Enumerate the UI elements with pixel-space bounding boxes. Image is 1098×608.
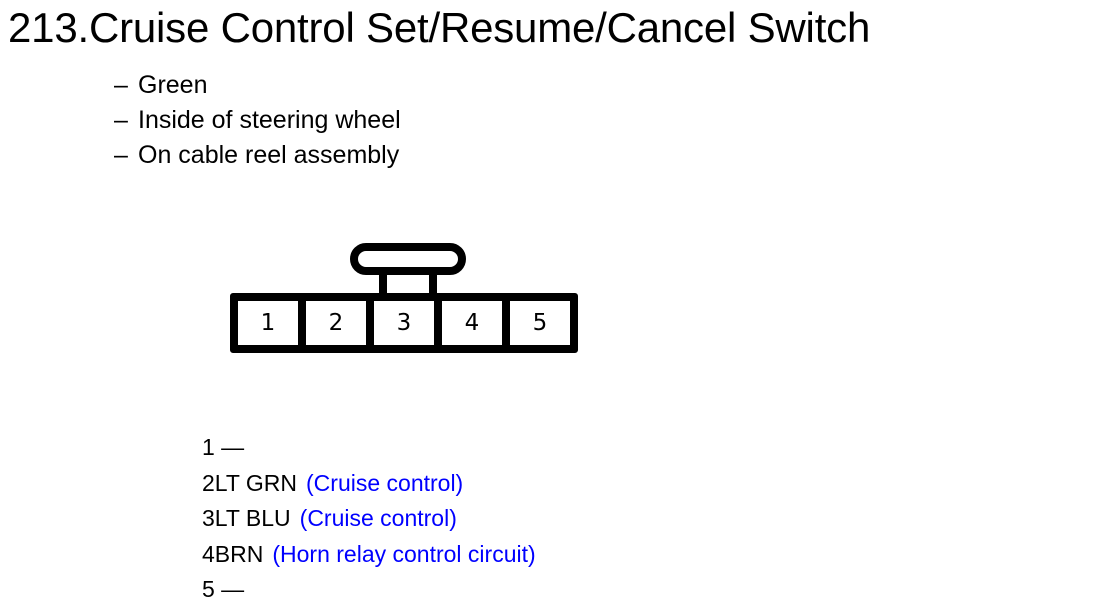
pin-row: 5 — — [202, 572, 536, 608]
pin-wire-color: LT GRN — [214, 469, 298, 496]
pin-circuit-description: (Cruise control) — [299, 505, 457, 531]
bullet-dash-icon: – — [114, 106, 128, 134]
pin-wire-color: BRN — [214, 540, 264, 567]
pin-legend-list: 1 — 2LT GRN(Cruise control) 3LT BLU(Crui… — [202, 430, 536, 608]
list-item: –Green — [114, 68, 401, 103]
pin-row: 2LT GRN (Cruise control) — [202, 466, 536, 502]
pin-number: 5 — [202, 576, 215, 602]
list-item: –On cable reel assembly — [114, 138, 401, 173]
connector-diagram: 1 2 3 4 5 — [230, 243, 590, 361]
pin-number: 3 — [202, 505, 215, 531]
bullet-dash-icon: – — [114, 71, 128, 99]
pin-wire-color: — — [214, 576, 245, 602]
pin-wire-color: LT BLU — [214, 505, 291, 531]
attribute-text: On cable reel assembly — [138, 141, 400, 169]
pin-number: 2 — [202, 469, 215, 496]
pin-circuit-description: (Cruise control) — [306, 469, 464, 496]
pin-circuit-description: (Horn relay control circuit) — [272, 540, 536, 567]
connector-body: 1 2 3 4 5 — [230, 293, 578, 353]
connector-cavity: 3 — [374, 301, 442, 345]
pin-wire-color: — — [214, 434, 245, 460]
page-title: 213.Cruise Control Set/Resume/Cancel Swi… — [8, 4, 871, 51]
pin-row: 1 — — [202, 430, 536, 466]
connector-locking-tab-icon — [350, 243, 466, 275]
attribute-list: –Green –Inside of steering wheel –On cab… — [114, 68, 401, 173]
bullet-dash-icon: – — [114, 141, 128, 169]
pin-row: 4BRN (Horn relay control circuit) — [202, 537, 536, 573]
connector-cavity: 5 — [510, 301, 570, 345]
attribute-text: Green — [138, 71, 208, 99]
connector-cavity: 4 — [442, 301, 510, 345]
pin-number: 1 — [202, 434, 215, 460]
pin-number: 4 — [202, 540, 215, 567]
pin-row: 3LT BLU (Cruise control) — [202, 501, 536, 537]
list-item: –Inside of steering wheel — [114, 103, 401, 138]
connector-cavity: 2 — [306, 301, 374, 345]
connector-cavity: 1 — [238, 301, 306, 345]
attribute-text: Inside of steering wheel — [138, 106, 401, 134]
